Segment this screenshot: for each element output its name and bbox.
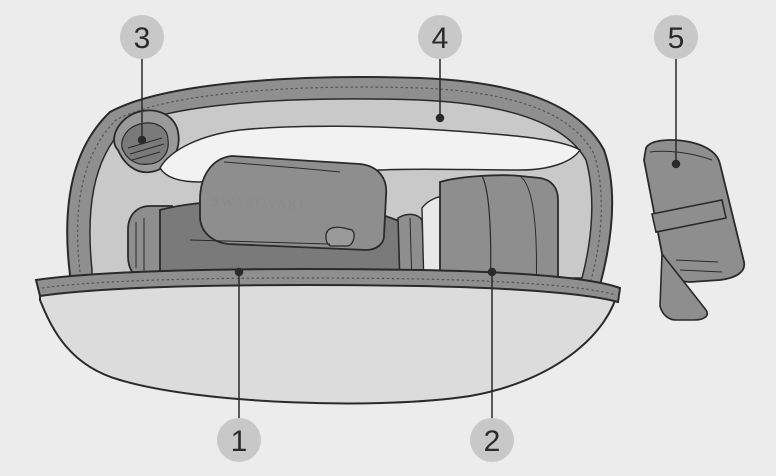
- lens-cap-icon: [113, 109, 180, 174]
- callout-5: 5: [654, 15, 698, 59]
- leader-dot-2: [487, 267, 497, 277]
- callout-number: 4: [432, 22, 449, 55]
- case-rim: [34, 268, 622, 304]
- carry-strap-icon: [643, 139, 746, 321]
- case-back-stitch: [76, 86, 602, 281]
- leader-dot-1: [234, 267, 244, 277]
- callout-number: 1: [231, 425, 248, 458]
- callout-1: 1: [217, 418, 261, 462]
- callout-2: 2: [470, 418, 514, 462]
- callout-3: 3: [120, 15, 164, 59]
- callout-number: 2: [484, 425, 501, 458]
- case-rim-stitch: [41, 277, 617, 296]
- leader-dot-3: [137, 135, 147, 145]
- callout-4: 4: [418, 15, 462, 59]
- leader-lines: [137, 58, 681, 420]
- binocular-device: SWAROVSKI: [127, 155, 427, 291]
- brand-label: SWAROVSKI: [212, 195, 305, 213]
- callout-circle-icon: [120, 15, 164, 59]
- callout-circle-icon: [217, 418, 261, 462]
- leader-dot-4: [435, 113, 445, 123]
- leader-dot-5: [671, 159, 681, 169]
- callout-circle-icon: [418, 15, 462, 59]
- case-front: [34, 268, 622, 405]
- callout-number: 3: [134, 22, 151, 55]
- callout-number: 5: [668, 22, 685, 55]
- callout-circle-icon: [654, 15, 698, 59]
- callout-circle-icon: [470, 418, 514, 462]
